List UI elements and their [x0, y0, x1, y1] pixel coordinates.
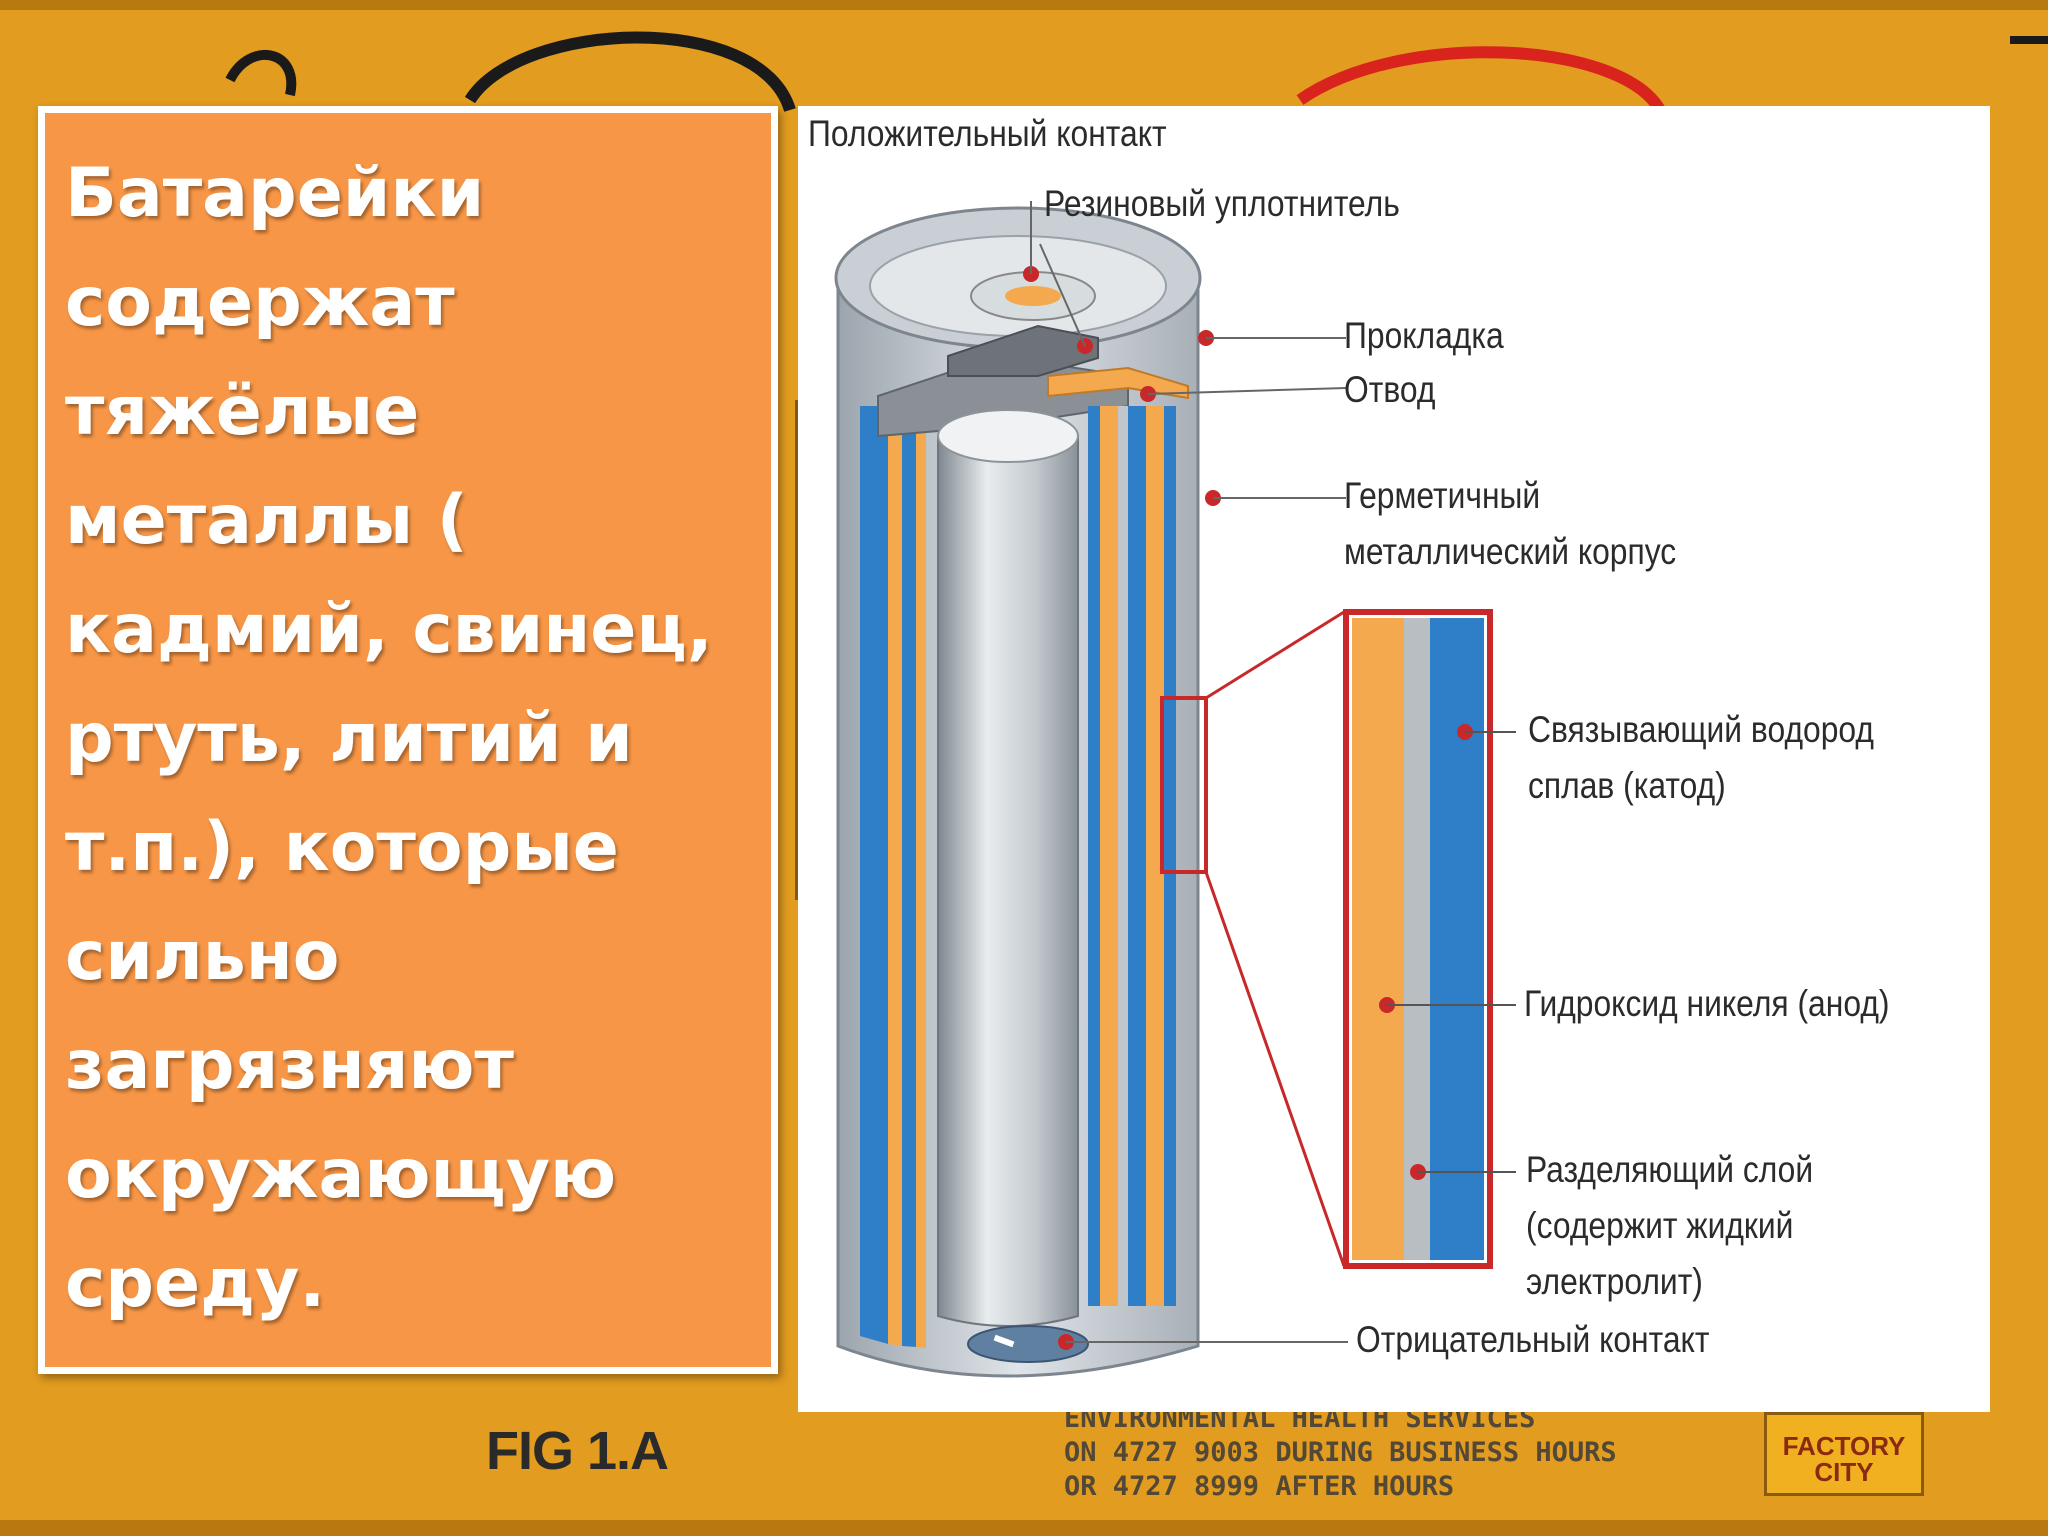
- red-ring-arc: [1296, 46, 1666, 114]
- label-separator-3: электролит): [1526, 1261, 1703, 1302]
- battery-diagram: Положительный контакт Резиновый уплотнит…: [798, 106, 1990, 1412]
- footer-text: ENVIRONMENTAL HEALTH SERVICES ON 4727 90…: [1064, 1402, 1617, 1504]
- footer-line: OR 4727 8999 AFTER HOURS: [1064, 1471, 1455, 1502]
- label-sealed-case-1: Герметичный: [1344, 475, 1541, 516]
- label-rubber-seal: Резиновый уплотнитель: [1044, 183, 1400, 224]
- label-negative-contact: Отрицательный контакт: [1356, 1319, 1710, 1360]
- factory-city-logo: FACTORY CITY: [1764, 1412, 1924, 1496]
- label-positive-contact: Положительный контакт: [808, 113, 1167, 154]
- black-ring-arc: [464, 31, 796, 113]
- label-cathode-2: сплав (катод): [1528, 765, 1726, 806]
- doodle-arc: [225, 49, 297, 97]
- battery-cutaway-illustration: [834, 201, 1516, 1378]
- label-gasket: Прокладка: [1344, 315, 1504, 356]
- label-sealed-case-2: металлический корпус: [1344, 531, 1677, 572]
- label-separator-1: Разделяющий слой: [1526, 1149, 1814, 1190]
- label-lead: Отвод: [1344, 369, 1436, 410]
- footer-line: ON 4727 9003 DURING BUSINESS HOURS: [1064, 1437, 1617, 1468]
- label-separator-2: (содержит жидкий: [1526, 1205, 1794, 1246]
- fig-label: FIG 1.A: [486, 1421, 669, 1481]
- text-panel: Батарейки содержат тяжёлые металлы ( кад…: [38, 106, 778, 1374]
- label-anode: Гидроксид никеля (анод): [1524, 983, 1890, 1024]
- slide-body-text: Батарейки содержат тяжёлые металлы ( кад…: [65, 154, 713, 1323]
- label-cathode-1: Связывающий водород: [1528, 709, 1874, 750]
